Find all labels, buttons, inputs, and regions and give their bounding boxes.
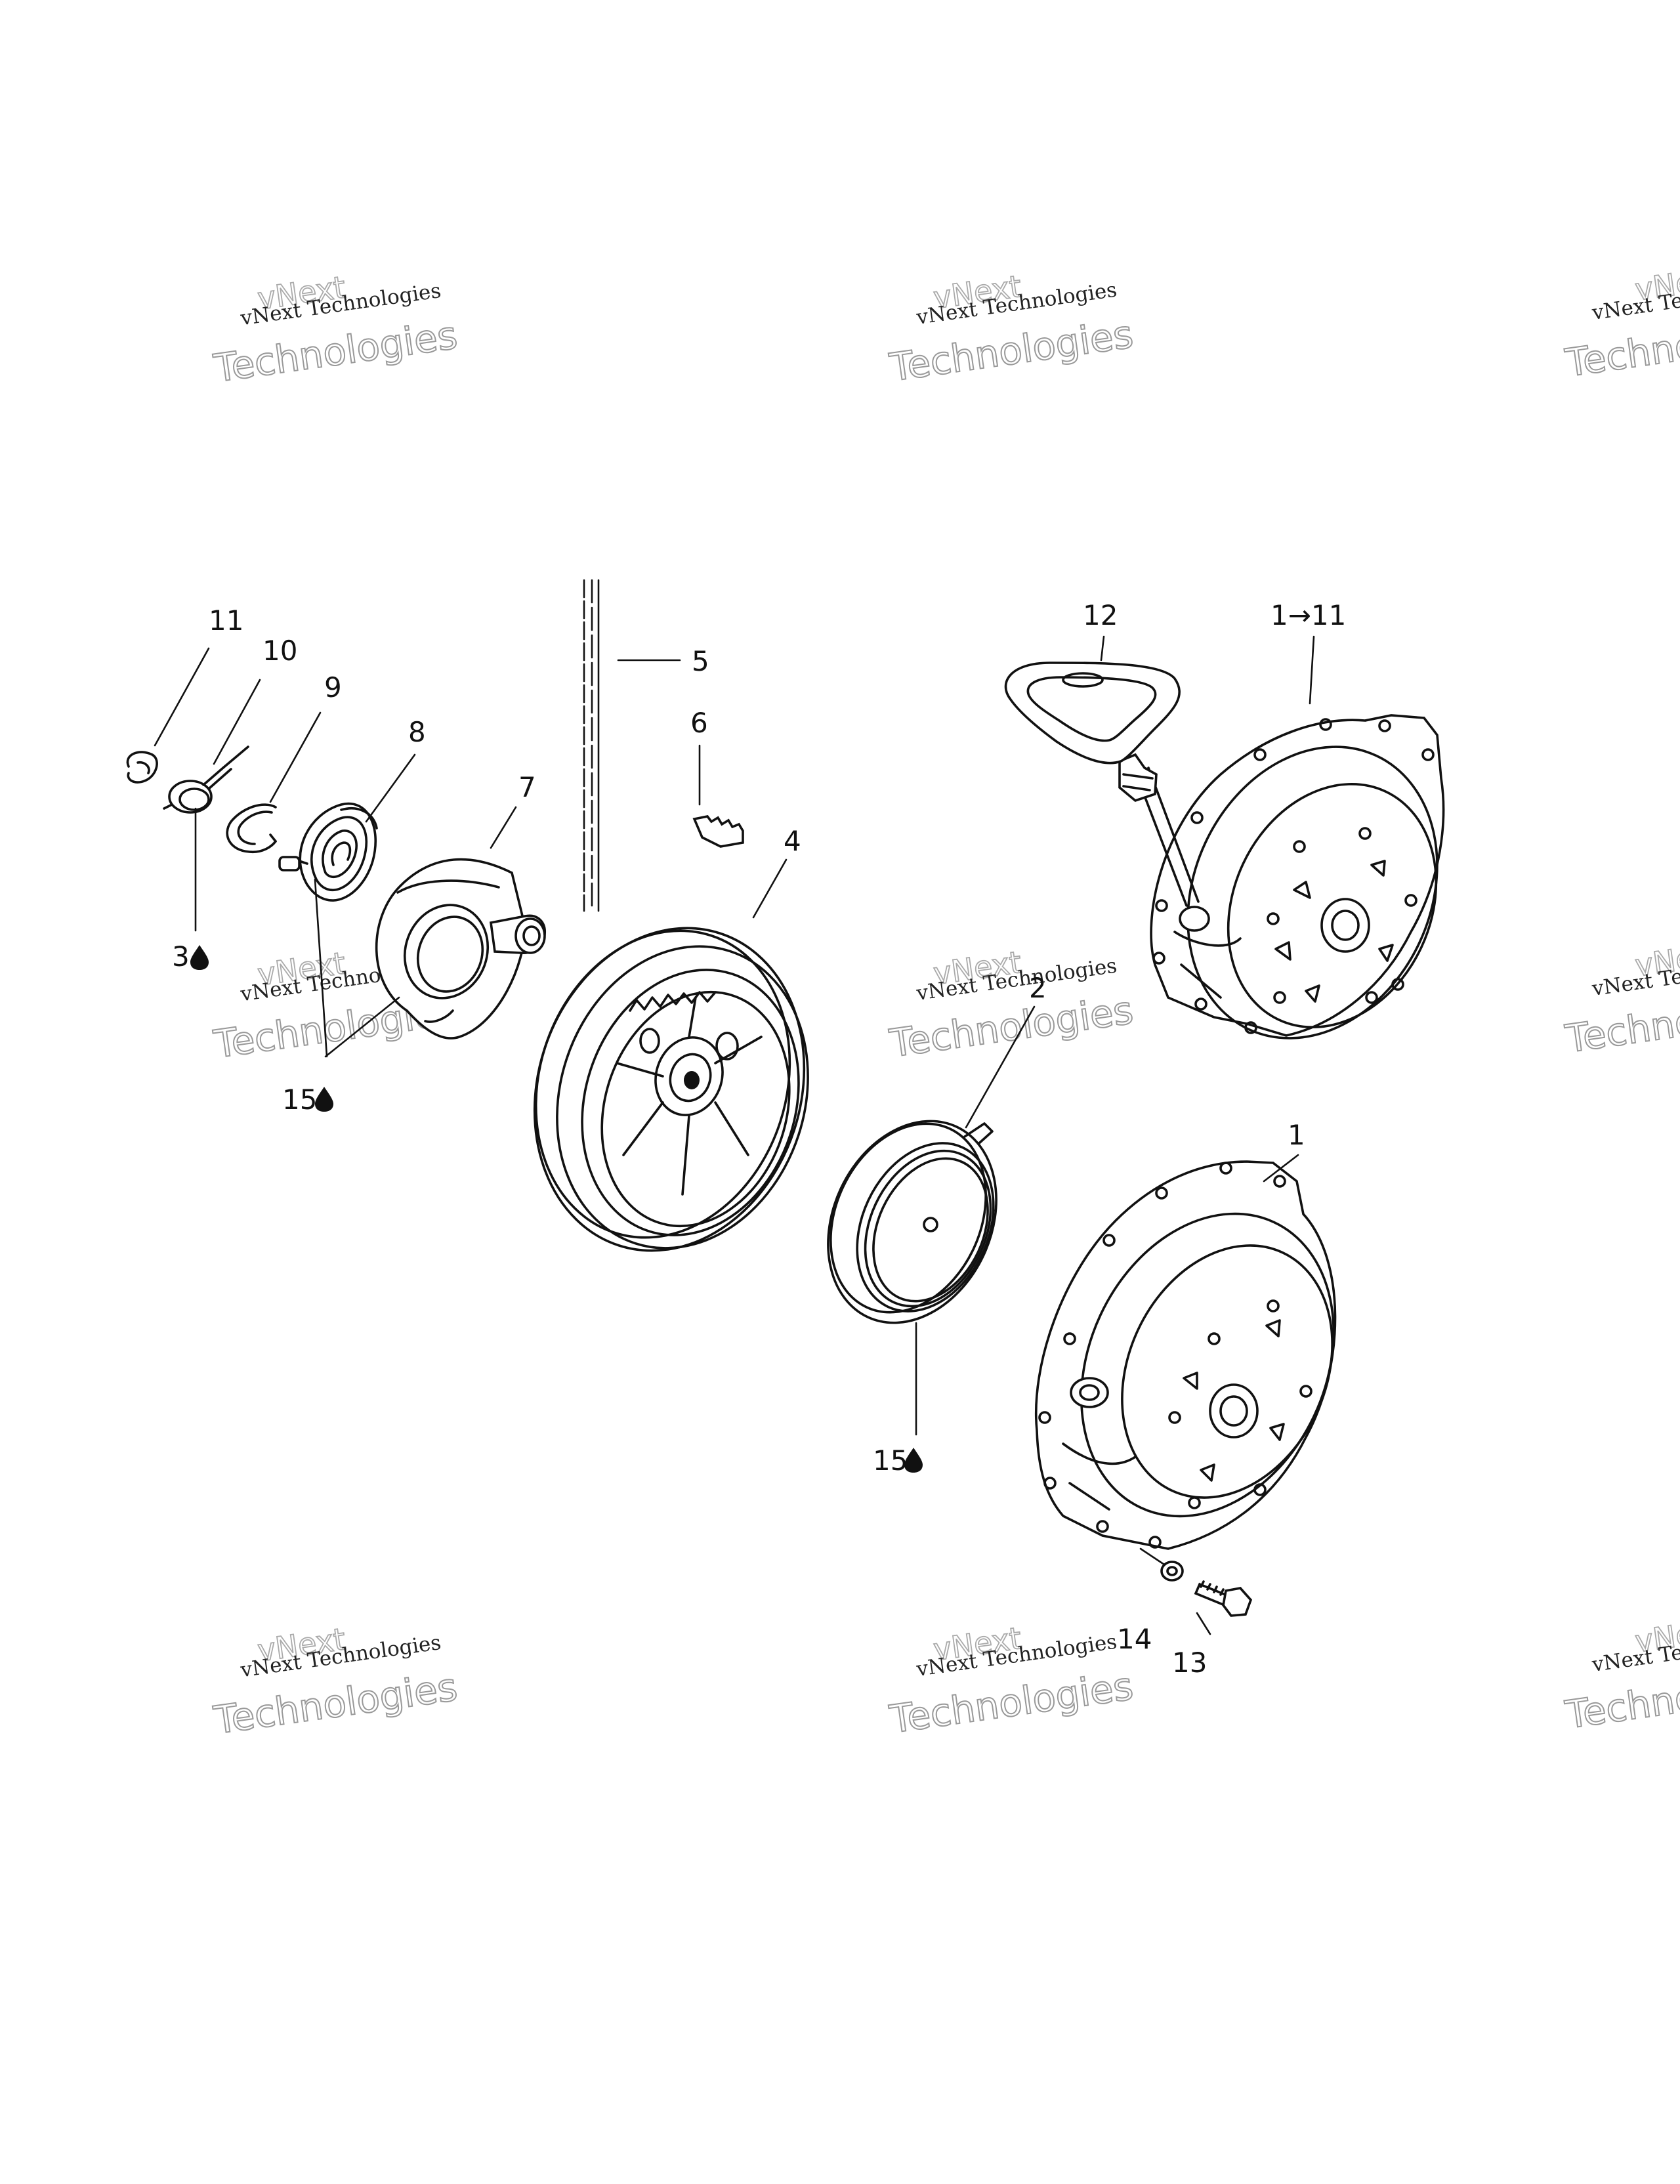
oil-drop-icon [315, 1087, 333, 1112]
callout-12: 12 [1083, 599, 1118, 631]
part-10-spring [163, 746, 249, 814]
part-6-key [692, 815, 744, 848]
part-7-cam-plate [375, 858, 546, 1040]
callout-8: 8 [408, 716, 426, 748]
callout-5: 5 [692, 645, 709, 677]
oil-drop-icon [190, 945, 209, 970]
callout-6: 6 [690, 707, 708, 739]
part-2-spring-cassette [827, 1120, 998, 1324]
callout-15-right: 15 [873, 1444, 908, 1477]
watermark-top-left: vNext vNext Technologies Technologies [210, 268, 460, 391]
watermark-top-right: vNext vNext Technologies Technologies [1562, 259, 1680, 386]
callout-11: 11 [209, 604, 243, 637]
watermark-top-center: vNext vNext Technologies Technologies [886, 268, 1136, 390]
part-4-pulley [533, 927, 809, 1252]
part-9-circlip [226, 803, 277, 854]
watermark-bottom-right: vNext vNext Technologies Technologies [1562, 1611, 1680, 1738]
callout-14: 14 [1117, 1623, 1152, 1655]
callout-9: 9 [324, 671, 342, 704]
oil-drop-icon [904, 1448, 923, 1473]
leader-lines [154, 635, 1315, 1635]
part-1-11-housing-assembly [1118, 714, 1445, 1040]
callout-2: 2 [1029, 972, 1047, 1004]
callout-1-11: 1→11 [1270, 599, 1346, 631]
watermark-bottom-center: vNext vNext Technologies Technologies [886, 1620, 1136, 1742]
part-11-clip [126, 751, 158, 784]
part-14-washer [1160, 1561, 1184, 1582]
callout-4: 4 [784, 825, 801, 857]
part-8-ratchet [278, 802, 378, 902]
callout-10: 10 [262, 635, 297, 667]
part-12-handle [1004, 662, 1181, 765]
watermark-middle-right: vNext vNext Technologies Technologies [1562, 935, 1680, 1062]
callout-1: 1 [1288, 1119, 1305, 1151]
callout-13: 13 [1172, 1647, 1207, 1679]
callout-7: 7 [518, 771, 536, 803]
callout-15-left: 15 [282, 1083, 317, 1116]
callout-3: 3 [172, 940, 190, 973]
part-1-housing [1034, 1160, 1337, 1550]
watermark-bottom-left: vNext vNext Technologies Technologies [210, 1620, 460, 1743]
watermark-middle-center: vNext vNext Technologies Technologies [886, 944, 1136, 1066]
part-5-rope [583, 579, 600, 912]
part-13-bolt [1194, 1580, 1253, 1617]
